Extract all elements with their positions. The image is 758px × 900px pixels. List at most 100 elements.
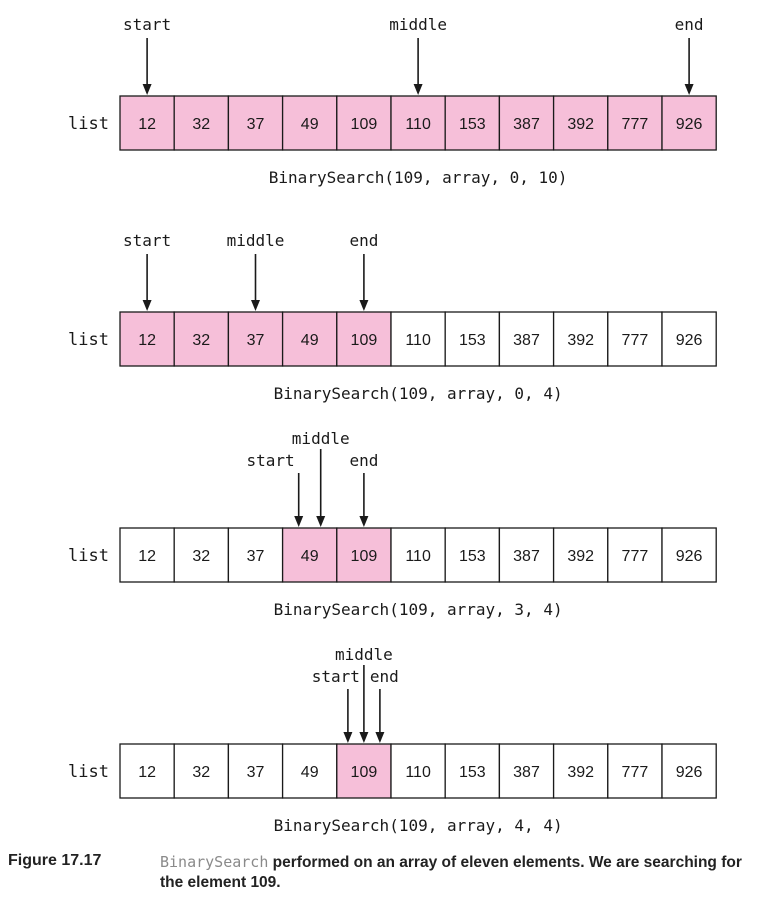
cell-value: 110: [405, 116, 431, 133]
pointer-arrow-middle-head: [359, 732, 369, 743]
cell-value: 392: [567, 332, 594, 349]
cell-value: 110: [405, 332, 431, 349]
pointer-label-end: end: [675, 15, 704, 34]
call-label: BinarySearch(109, array, 0, 4): [274, 384, 563, 403]
cell-value: 37: [247, 116, 265, 133]
pointer-arrow-end-head: [375, 732, 385, 743]
cell-value: 37: [247, 548, 265, 565]
cell-value: 153: [459, 764, 486, 781]
array-cell: [444, 95, 501, 151]
cell-value: 12: [138, 332, 156, 349]
cell-value: 49: [301, 548, 319, 565]
list-label: list: [68, 114, 109, 134]
pointer-label-start: start: [123, 231, 171, 250]
array-cell: [173, 527, 230, 583]
cell-value: 110: [405, 548, 431, 565]
cell-value: 153: [459, 548, 486, 565]
array-cell: [336, 311, 392, 367]
cell-value: 37: [247, 332, 265, 349]
list-label: list: [68, 330, 109, 350]
array-cell: [390, 95, 446, 151]
cell-value: 153: [459, 116, 486, 133]
pointer-label-end: end: [349, 451, 378, 470]
pointer-label-middle: middle: [292, 429, 350, 448]
array-cell: [119, 743, 175, 799]
list-label: list: [68, 762, 109, 782]
array-cell: [444, 743, 501, 799]
cell-value: 777: [622, 548, 649, 565]
cell-value: 12: [138, 548, 156, 565]
cell-value: 49: [301, 116, 319, 133]
array-cell: [390, 743, 446, 799]
array-cell: [119, 527, 175, 583]
cell-value: 32: [192, 332, 210, 349]
cell-value: 32: [192, 764, 210, 781]
array-cell: [444, 311, 501, 367]
cell-value: 387: [513, 116, 540, 133]
array-cell: [336, 527, 392, 583]
pointer-label-start: start: [123, 15, 171, 34]
call-label: BinarySearch(109, array, 3, 4): [274, 600, 563, 619]
call-label: BinarySearch(109, array, 0, 10): [269, 168, 568, 187]
array-cell: [661, 95, 717, 151]
pointer-arrow-middle-head: [413, 84, 423, 95]
array-cell: [227, 743, 284, 799]
pointer-arrow-start-head: [142, 84, 152, 95]
array-cell: [227, 95, 284, 151]
array-cell: [173, 311, 230, 367]
pointer-label-end: end: [370, 667, 399, 686]
array-cell: [661, 743, 717, 799]
figure-caption: Figure 17.17 BinarySearch performed on a…: [0, 848, 758, 900]
cell-value: 32: [192, 548, 210, 565]
cell-value: 926: [676, 764, 703, 781]
array-cell: [336, 95, 392, 151]
cell-value: 392: [567, 548, 594, 565]
cell-value: 777: [622, 764, 649, 781]
array-cell: [390, 527, 446, 583]
array-cell: [281, 527, 338, 583]
pointer-label-middle: middle: [335, 645, 393, 664]
cell-value: 926: [676, 116, 703, 133]
pointer-label-start: start: [247, 451, 295, 470]
list-label: list: [68, 546, 109, 566]
cell-value: 109: [351, 764, 378, 781]
cell-value: 32: [192, 116, 210, 133]
pointer-arrow-middle-head: [251, 300, 260, 311]
pointer-arrow-end-head: [359, 300, 369, 311]
pointer-label-middle: middle: [389, 15, 447, 34]
cell-value: 387: [513, 548, 540, 565]
pointer-label-middle: middle: [227, 231, 285, 250]
caption-text: BinarySearch performed on an array of el…: [160, 852, 752, 893]
pointer-arrow-start-head: [142, 300, 152, 311]
array-cell: [119, 311, 175, 367]
cell-value: 392: [567, 764, 594, 781]
array-cell: [281, 311, 338, 367]
cell-value: 12: [138, 764, 156, 781]
call-label: BinarySearch(109, array, 4, 4): [274, 816, 563, 835]
cell-value: 109: [351, 332, 378, 349]
array-cell: [119, 95, 175, 151]
cell-value: 12: [138, 116, 156, 133]
array-cell: [173, 95, 230, 151]
array-cell: [498, 95, 555, 151]
array-cell: [607, 95, 663, 151]
cell-value: 777: [622, 332, 649, 349]
pointer-arrow-start-head: [294, 516, 304, 527]
cell-value: 153: [459, 332, 486, 349]
array-cell: [390, 311, 446, 367]
array-cell: [607, 527, 663, 583]
cell-value: 926: [676, 332, 703, 349]
cell-value: 49: [301, 764, 319, 781]
cell-value: 49: [301, 332, 319, 349]
cell-value: 392: [567, 116, 594, 133]
pointer-label-end: end: [349, 231, 378, 250]
array-cell: [498, 527, 555, 583]
array-cell: [607, 743, 663, 799]
cell-value: 777: [622, 116, 649, 133]
array-cell: [498, 311, 555, 367]
pointer-arrow-end-head: [684, 84, 694, 95]
cell-value: 109: [351, 548, 378, 565]
array-cell: [661, 527, 717, 583]
array-cell: [552, 527, 609, 583]
